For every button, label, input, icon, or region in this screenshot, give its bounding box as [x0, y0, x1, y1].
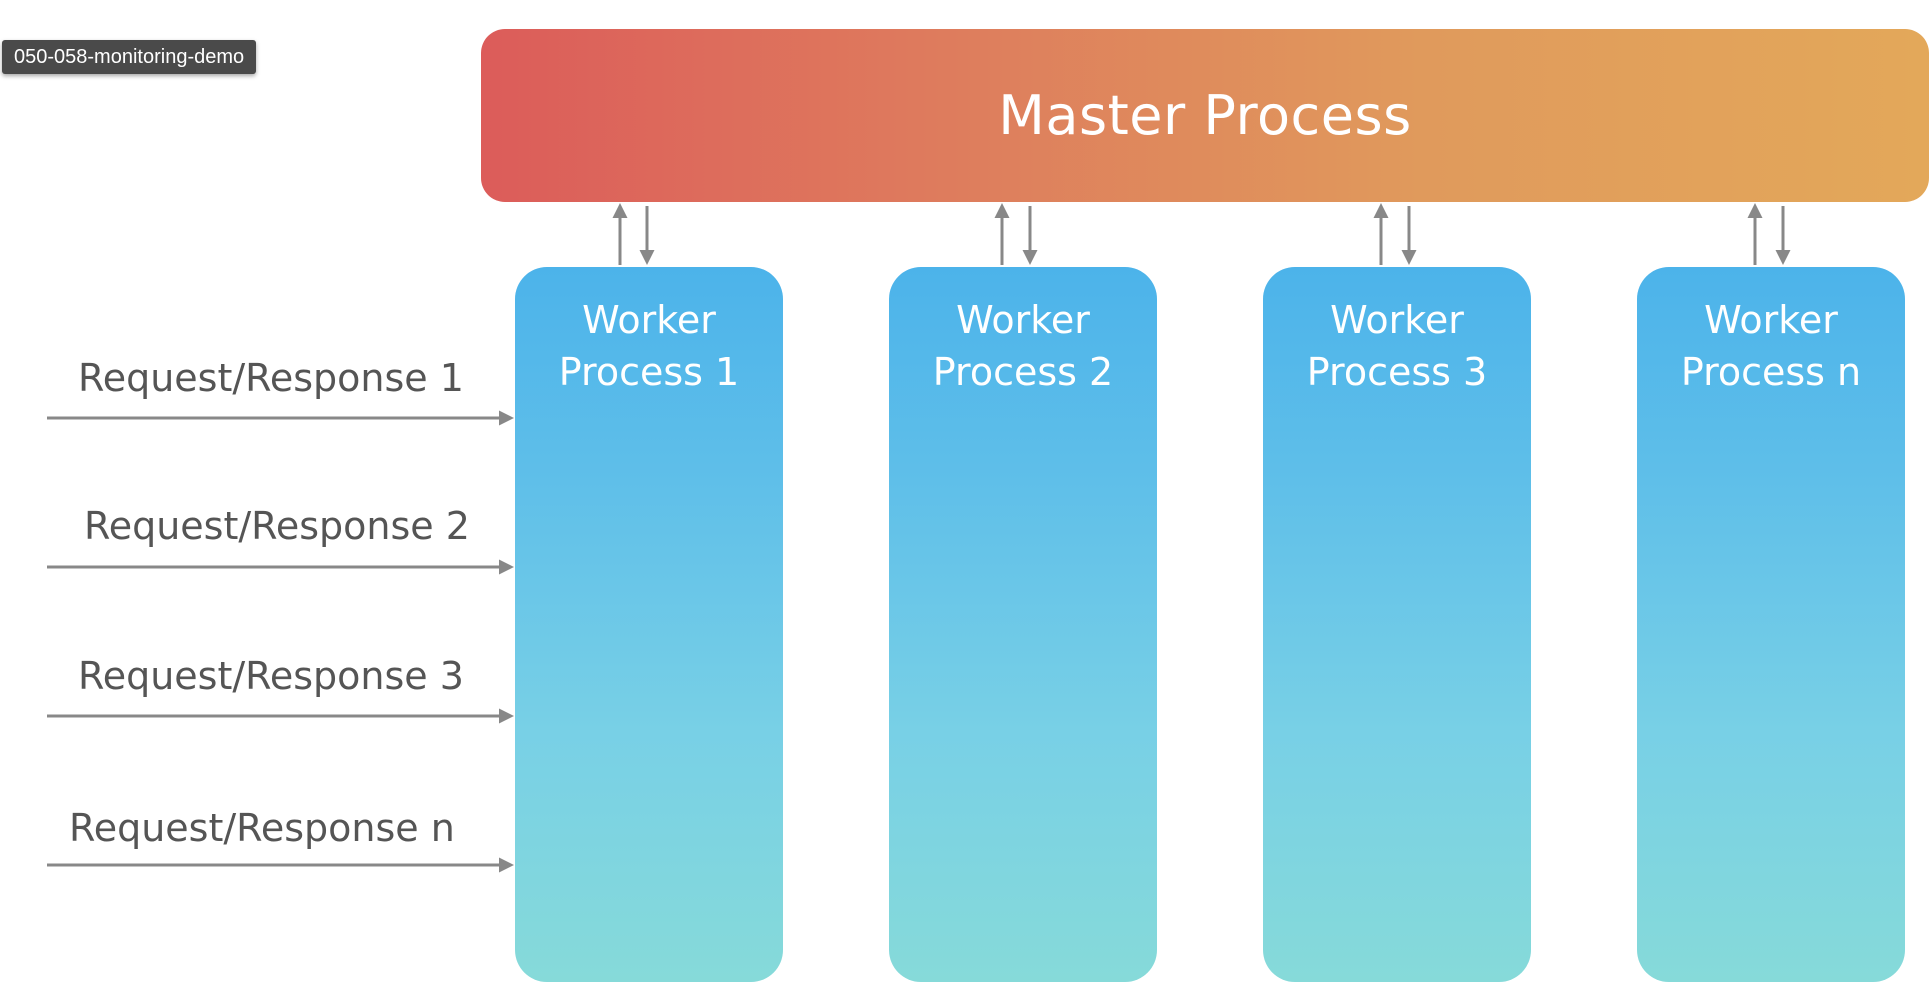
worker-label-line1: Worker — [1704, 298, 1838, 342]
worker-process-label-1: Worker Process 1 — [515, 294, 783, 398]
worker-label-line2: Process 3 — [1306, 350, 1488, 394]
worker-process-box-2: Worker Process 2 — [889, 267, 1157, 982]
request-response-label-3: Request/Response 3 — [78, 654, 464, 698]
worker-process-label-n: Worker Process n — [1637, 294, 1905, 398]
request-response-label-2: Request/Response 2 — [84, 504, 470, 548]
worker-label-line2: Process 1 — [558, 350, 740, 394]
worker-label-line1: Worker — [956, 298, 1090, 342]
worker-process-box-1: Worker Process 1 — [515, 267, 783, 982]
worker-label-line2: Process 2 — [932, 350, 1114, 394]
worker-label-line1: Worker — [1330, 298, 1464, 342]
worker-process-label-3: Worker Process 3 — [1263, 294, 1531, 398]
master-process-box: Master Process — [481, 29, 1929, 202]
worker-label-line1: Worker — [582, 298, 716, 342]
request-response-label-n: Request/Response n — [69, 806, 455, 850]
master-process-label: Master Process — [998, 84, 1412, 147]
worker-process-box-n: Worker Process n — [1637, 267, 1905, 982]
worker-process-box-3: Worker Process 3 — [1263, 267, 1531, 982]
request-response-label-1: Request/Response 1 — [78, 356, 464, 400]
file-name-badge: 050-058-monitoring-demo — [2, 40, 257, 74]
worker-label-line2: Process n — [1680, 350, 1862, 394]
worker-process-label-2: Worker Process 2 — [889, 294, 1157, 398]
